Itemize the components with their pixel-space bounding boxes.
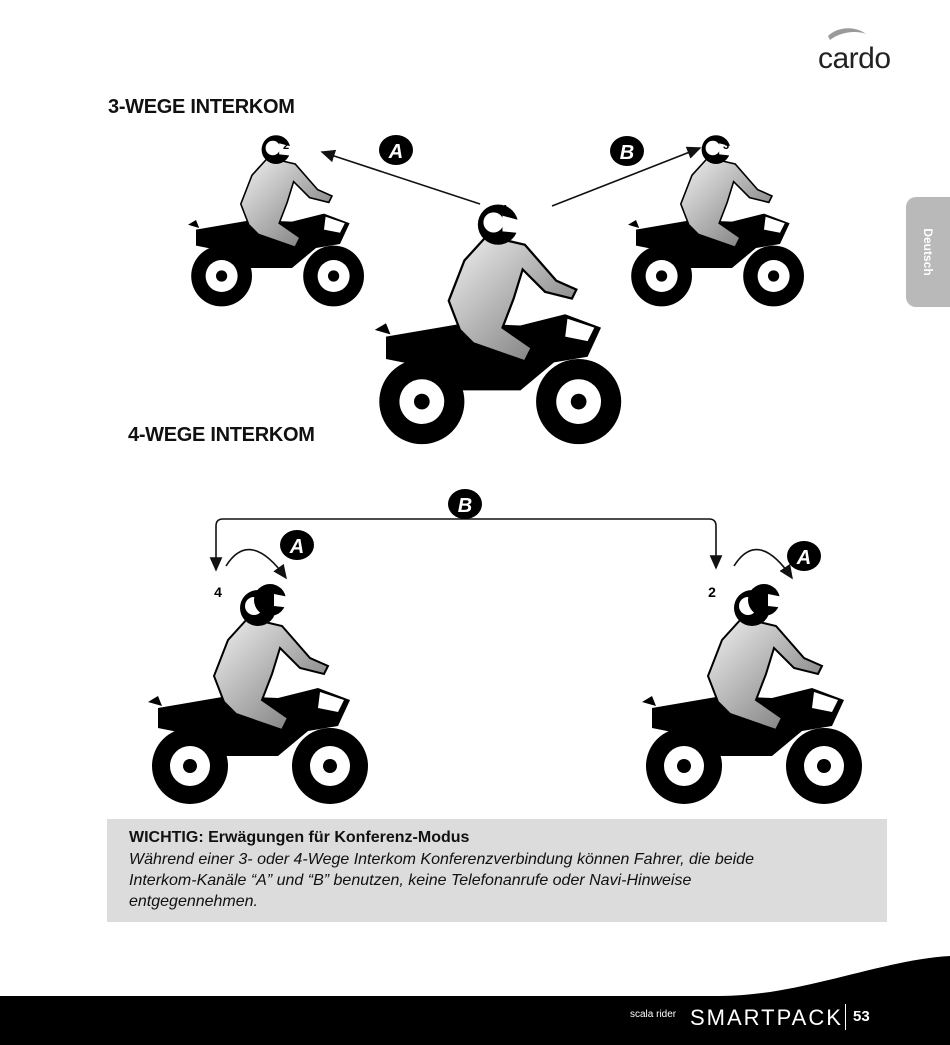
rider-number-2: 2 bbox=[283, 140, 289, 152]
rider-number-3-4way: 3 bbox=[261, 596, 268, 611]
channel-b-badge: B bbox=[610, 136, 644, 166]
rider-3-passenger bbox=[254, 584, 294, 616]
language-tab[interactable]: Deutsch bbox=[906, 197, 950, 307]
channel-a-label: A bbox=[388, 141, 403, 163]
channel-a-label-4way-left: A bbox=[289, 536, 304, 558]
channel-b-badge-4way: B bbox=[448, 489, 482, 519]
channel-b-label-4way: B bbox=[458, 495, 472, 517]
rider-2-motorcycle bbox=[187, 134, 365, 308]
four-way-intercom-title: 4-WEGE INTERKOM bbox=[128, 424, 315, 446]
three-way-intercom-title: 3-WEGE INTERKOM bbox=[108, 96, 295, 118]
channel-b-label: B bbox=[620, 142, 634, 164]
left-motorcycle-riders-4-3 bbox=[147, 589, 369, 805]
cardo-logo: cardo bbox=[818, 42, 891, 75]
rider-number-3: 3 bbox=[723, 140, 729, 152]
footer-swoosh bbox=[720, 956, 950, 996]
channel-a-badge-4way-left: A bbox=[280, 530, 314, 560]
rider-number-1-4way: 1 bbox=[754, 596, 761, 611]
cardo-swoosh-icon bbox=[828, 28, 866, 40]
page-footer: scala rider SMARTPACK 53 bbox=[0, 996, 950, 1045]
footer-divider bbox=[845, 1004, 846, 1030]
right-motorcycle-riders-2-1 bbox=[641, 589, 863, 805]
page-number: 53 bbox=[853, 1008, 870, 1025]
rider-number-4-4way: 4 bbox=[214, 584, 222, 600]
rider-1-motorcycle bbox=[373, 203, 623, 446]
channel-a-badge-4way-right: A bbox=[787, 541, 821, 571]
footer-brand: scala rider bbox=[630, 1009, 677, 1020]
rider-number-1: 1 bbox=[501, 202, 508, 217]
note-title: WICHTIG: Erwägungen für Konferenz-Modus bbox=[129, 829, 470, 846]
channel-a-label-4way-right: A bbox=[796, 547, 811, 569]
note-body: Während einer 3- oder 4-Wege Interkom Ko… bbox=[129, 851, 754, 910]
rider-number-2-4way: 2 bbox=[708, 584, 716, 600]
rider-1-passenger bbox=[748, 584, 788, 616]
channel-a-badge: A bbox=[379, 135, 413, 165]
important-note-box: WICHTIG: Erwägungen für Konferenz-Modus … bbox=[107, 819, 887, 922]
rider-3-motorcycle bbox=[627, 134, 805, 308]
footer-product-name: SMARTPACK bbox=[690, 1005, 843, 1030]
